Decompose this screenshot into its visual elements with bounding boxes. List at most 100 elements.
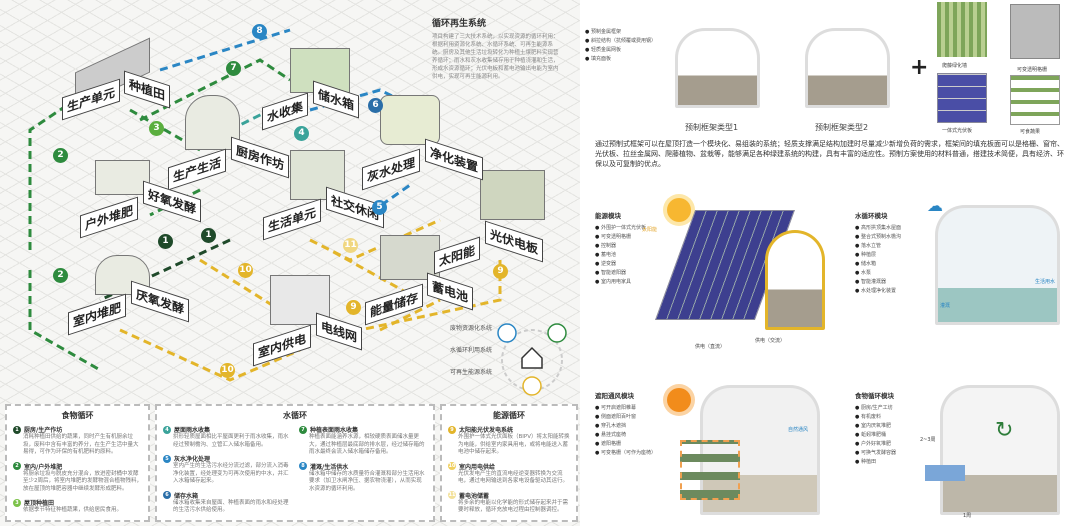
- item-text: 种植表面能涵养水源，相较硬质表面储水量更大，通过种植层最底部的排水层，经过储存箱…: [309, 434, 425, 455]
- legend-item: 预制金属框架: [585, 28, 656, 37]
- plus-sign: +: [910, 55, 929, 80]
- energy-module-frame: [765, 230, 825, 330]
- grille-panel: [1010, 4, 1060, 59]
- frame-description: 通过预制式框架可以在屋顶打造一个模块化、易组装的系统；轻质支撑满足结构加建时尽量…: [595, 140, 1064, 168]
- legend-item: 蓄电池: [595, 251, 646, 260]
- system-cycle-icon: [497, 323, 567, 396]
- step-badge: 8: [252, 24, 267, 39]
- item-title: 室内/户外堆肥: [24, 463, 63, 471]
- item-title: 室内用电供给: [459, 463, 496, 471]
- intro-panel: 循环再生系统 项目构建了三大技术系统，以实现资源的循环利用：根据利用资源化系统、…: [432, 16, 562, 81]
- legend-item: 储水箱: [855, 260, 901, 269]
- intro-title: 循环再生系统: [432, 19, 487, 29]
- green-wall-panel: [937, 2, 987, 57]
- living-unit-building: [290, 150, 345, 200]
- legend-item: 填充面板: [585, 55, 656, 64]
- legend-item: 蚯蚓堆肥桶: [855, 431, 896, 440]
- item-number: 8: [299, 462, 307, 470]
- legend-item: 整合式预制水檐沟: [855, 233, 901, 242]
- sun-icon: [667, 198, 691, 222]
- system-legend: 废物资源化系统 水循环利用系统 可再生能源系统: [436, 318, 492, 384]
- step-badge: 2: [53, 268, 68, 283]
- item-title: 储存水箱: [174, 492, 199, 500]
- item-text: 室内产生的生活污水经分流过滤，部分流入消毒净化装置，经处理变为可再次使用的中水，…: [173, 463, 289, 484]
- frame-type1-illustration: [675, 28, 760, 108]
- legend-item: 逆变器: [595, 260, 646, 269]
- legend-item: 户外好氧堆肥: [855, 440, 896, 449]
- water-flow-arrow: [139, 58, 291, 122]
- food-flow-arrow: [28, 270, 101, 372]
- legend-item: 可换气发酵容器: [855, 449, 896, 458]
- modules-panel: 预制金属框架 斜拉结构（抗倾覆或费用钢） 轻质金属网板 填充面板 预制框架类型1…: [580, 0, 1080, 526]
- plant-icon: [547, 323, 567, 343]
- legend-item: 斜拉结构（抗倾覆或费用钢）: [585, 37, 656, 46]
- legend-item: 智能遮阳器: [595, 269, 646, 278]
- cycle-arrow-icon: ↻: [995, 418, 1014, 443]
- food-module-legend: 食物循环模块 厨房/生产工坊 有机废料 室内厌氧堆肥 蚯蚓堆肥桶 户外好氧堆肥 …: [855, 392, 896, 467]
- item-title: 屋顶种植田: [24, 500, 55, 507]
- water-use-tag: 生活用水: [1035, 279, 1056, 285]
- legend-item: 可开启遮阳帷幕: [595, 404, 656, 413]
- panel-caption: 可变透明格栅: [1017, 67, 1048, 73]
- item-text: 外围护一体式光伏面板（BIPV）将太阳能转换为电能，供给室内家具用电，或将电能送…: [458, 434, 570, 455]
- legend-item: 可变透明格栅: [595, 233, 646, 242]
- item-title: 灰水净化处理: [174, 456, 211, 463]
- module-title: 水循环模块: [855, 212, 888, 220]
- item-title: 灌溉/生活供水: [310, 463, 349, 471]
- legend-item: 可再生能源系统: [449, 369, 492, 376]
- section-title: 食物循环: [61, 411, 94, 420]
- item-title: 种植表面雨水收集: [310, 427, 359, 434]
- item-number: 7: [299, 425, 307, 434]
- food-flow-arrow: [28, 68, 121, 250]
- energy-flow-arrow: [199, 258, 281, 312]
- energy-flow-arrow: [119, 328, 301, 382]
- legend-item: 穿孔木遮挡: [595, 422, 656, 431]
- module-title: 食物循环模块: [855, 392, 894, 400]
- sunlight-tag: 太阳能: [642, 227, 658, 233]
- purification-building: [380, 95, 440, 145]
- section-title: 能源循环: [493, 411, 525, 420]
- frame-type1-caption: 预制框架类型1: [685, 123, 739, 132]
- item-title: 太阳能光伏发电系统: [459, 427, 514, 434]
- dc-tag: 供电（直流）: [695, 344, 726, 350]
- solar-panel-building: [480, 170, 545, 220]
- panel-caption: 爬藤绿化墙: [942, 63, 968, 69]
- step-badge: 6: [368, 98, 383, 113]
- food-module-frame: [940, 385, 1060, 515]
- water-flow-arrow: [309, 88, 421, 112]
- legend-item: 遮阳格栅: [595, 440, 656, 449]
- step-badge: 9: [346, 300, 361, 315]
- item-number: 4: [163, 425, 171, 434]
- duration-tag: 1周: [963, 513, 972, 519]
- energy-flow-arrow: [379, 298, 441, 332]
- item-text: 将厨余垃圾与脱皮充分混合，放进密封桶中发酵至少2周后，将室内堆肥的发酵物混合植物…: [23, 470, 143, 492]
- item-number: 9: [448, 425, 456, 434]
- item-title: 蓄电池储蓄: [459, 492, 490, 500]
- compost-bin-illustration: [925, 465, 965, 481]
- step-badge: 10: [238, 263, 253, 278]
- irrigation-tag: 灌溉: [940, 303, 951, 309]
- legend-item: 外围护一体式光伏板: [595, 224, 646, 233]
- step-badge: 1: [201, 228, 216, 243]
- step-badge: 10: [220, 363, 235, 378]
- shade-louver-illustration: [680, 440, 740, 500]
- step-badge: 4: [294, 126, 309, 141]
- ventilation-tag: 自然通风: [788, 427, 809, 433]
- sun-icon: [667, 388, 691, 412]
- step-badge: 1: [158, 234, 173, 249]
- item-number: 5: [163, 454, 171, 463]
- legend-item: 智能灌溉器: [855, 278, 901, 287]
- step-badge: 5: [372, 200, 387, 215]
- step-badge: 7: [226, 61, 241, 76]
- item-text: 储水箱收集来自屋面、种植表面的雨水和经处理的生活污水供给使用。: [173, 499, 289, 514]
- pv-panel: [937, 73, 987, 123]
- legend-item: 室内用电家具: [595, 278, 646, 287]
- item-number: 6: [163, 491, 171, 499]
- item-text: 拱形轻质屋面相比平屋面更利于雨水收集，雨水经过预制檐沟、立管汇入储水箱备用。: [173, 434, 289, 448]
- legend-item: 有机废料: [855, 413, 896, 422]
- house-icon: [521, 346, 543, 369]
- lightning-icon: [522, 376, 542, 396]
- frame-type2-caption: 预制框架类型2: [815, 123, 869, 132]
- water-module-frame: [935, 205, 1060, 325]
